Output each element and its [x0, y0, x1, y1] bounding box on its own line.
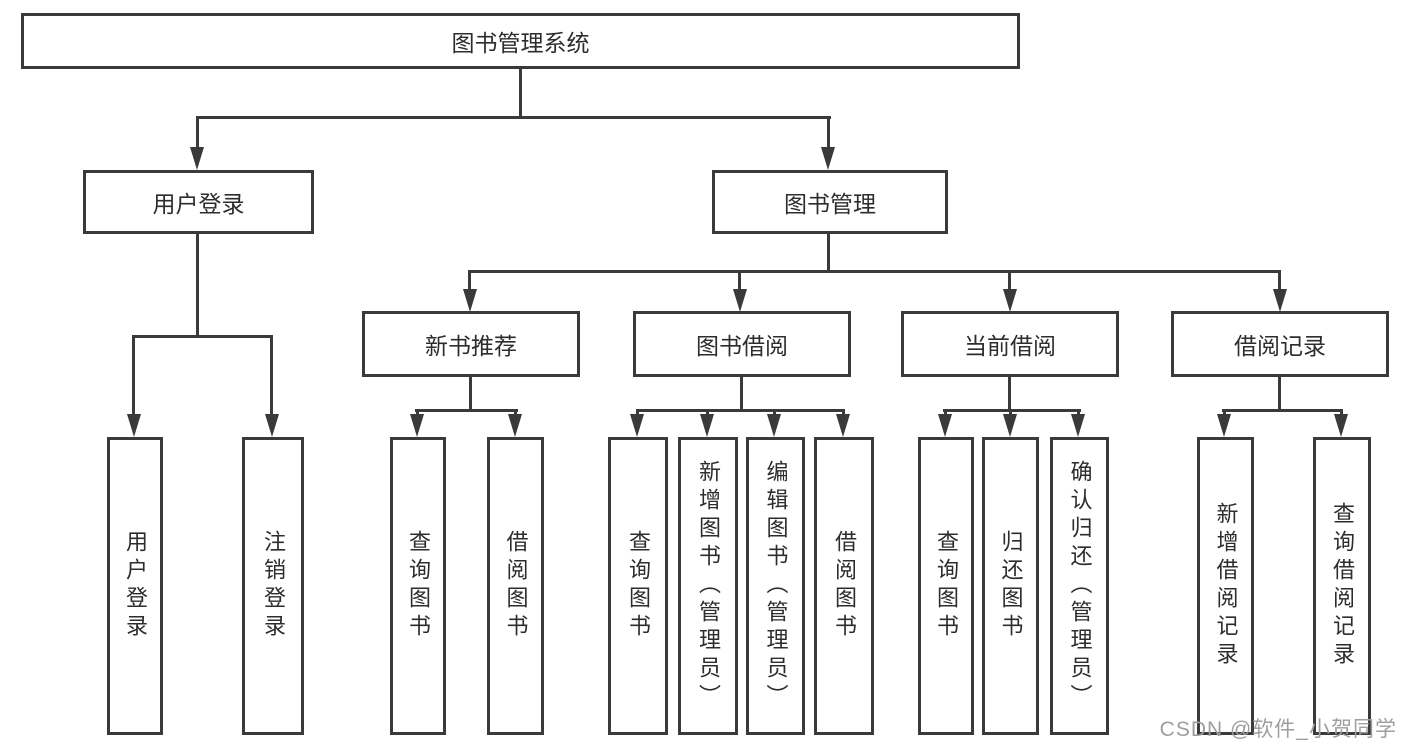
connector-line: [469, 376, 472, 412]
connector-line: [1278, 270, 1281, 291]
connector-line: [1223, 409, 1226, 418]
arrow-down-icon: [938, 414, 952, 437]
leaf-user-login-label: 用户登录: [123, 530, 148, 642]
connector-line: [637, 409, 845, 412]
leaf-query-books-3: 查询图书: [918, 437, 974, 735]
leaf-add-borrow-record-label: 新增借阅记录: [1213, 502, 1239, 670]
arrow-down-icon: [127, 414, 141, 437]
connector-line: [773, 409, 776, 418]
connector-line: [132, 335, 135, 417]
connector-line: [416, 409, 419, 418]
arrow-down-icon: [821, 147, 835, 170]
leaf-return-books-label: 归还图书: [998, 530, 1024, 642]
connector-line: [132, 335, 273, 338]
arrow-down-icon: [733, 289, 747, 312]
leaf-return-books: 归还图书: [982, 437, 1039, 735]
node-user-login: 用户登录: [83, 170, 314, 234]
connector-line: [827, 232, 830, 273]
node-new-book-recommend-label: 新书推荐: [425, 333, 517, 359]
leaf-add-borrow-record: 新增借阅记录: [1197, 437, 1254, 735]
arrow-down-icon: [265, 414, 279, 437]
node-root-label: 图书管理系统: [451, 30, 590, 56]
arrow-down-icon: [190, 147, 204, 170]
arrow-down-icon: [508, 414, 522, 437]
leaf-edit-books-admin-label: 编辑图书（管理员）: [763, 460, 789, 712]
arrow-down-icon: [1334, 414, 1348, 437]
arrow-down-icon: [836, 414, 850, 437]
leaf-query-books-2: 查询图书: [608, 437, 668, 735]
connector-line: [636, 409, 639, 418]
connector-line: [1077, 409, 1080, 418]
arrow-down-icon: [1003, 289, 1017, 312]
leaf-query-borrow-record-label: 查询借阅记录: [1330, 502, 1355, 670]
csdn-watermark: CSDN @软件_小贺同学: [1159, 718, 1397, 741]
arrow-down-icon: [700, 414, 714, 437]
connector-line: [827, 116, 830, 149]
node-user-login-label: 用户登录: [152, 191, 245, 217]
node-root: 图书管理系统: [21, 13, 1020, 69]
arrow-down-icon: [1003, 414, 1017, 437]
connector-line: [196, 116, 831, 119]
connector-line: [1008, 270, 1011, 291]
node-book-management-label: 图书管理: [784, 191, 876, 217]
connector-line: [738, 270, 741, 291]
leaf-query-books-2-label: 查询图书: [626, 530, 651, 642]
node-borrow-records: 借阅记录: [1171, 311, 1389, 377]
leaf-query-books-3-label: 查询图书: [934, 530, 959, 642]
node-current-borrow-label: 当前借阅: [964, 333, 1056, 359]
node-book-borrow: 图书借阅: [633, 311, 851, 377]
arrow-down-icon: [1217, 414, 1231, 437]
connector-line: [1340, 409, 1343, 418]
connector-line: [943, 409, 1081, 412]
node-book-management: 图书管理: [712, 170, 948, 234]
arrow-down-icon: [410, 414, 424, 437]
arrow-down-icon: [630, 414, 644, 437]
arrow-down-icon: [1273, 289, 1287, 312]
connector-line: [468, 270, 471, 291]
leaf-add-books-admin: 新增图书（管理员）: [678, 437, 738, 735]
connector-line: [944, 409, 947, 418]
leaf-confirm-return-admin-label: 确认归还（管理员）: [1067, 460, 1093, 712]
connector-line: [514, 409, 517, 418]
leaf-borrow-books-2: 借阅图书: [814, 437, 874, 735]
arrow-down-icon: [767, 414, 781, 437]
node-new-book-recommend: 新书推荐: [362, 311, 580, 377]
connector-line: [842, 409, 845, 418]
connector-line: [270, 335, 273, 417]
leaf-logout-label: 注销登录: [261, 530, 286, 642]
leaf-edit-books-admin: 编辑图书（管理员）: [746, 437, 805, 735]
leaf-user-login: 用户登录: [107, 437, 163, 735]
connector-line: [1008, 376, 1011, 412]
connector-line: [415, 409, 518, 412]
connector-line: [740, 376, 743, 412]
connector-line: [1009, 409, 1012, 418]
leaf-query-borrow-record: 查询借阅记录: [1313, 437, 1371, 735]
connector-line: [468, 270, 1281, 273]
node-borrow-records-label: 借阅记录: [1234, 333, 1326, 359]
node-current-borrow: 当前借阅: [901, 311, 1119, 377]
connector-line: [1278, 376, 1281, 412]
connector-line: [196, 232, 199, 338]
node-book-borrow-label: 图书借阅: [696, 333, 788, 359]
leaf-confirm-return-admin: 确认归还（管理员）: [1050, 437, 1109, 735]
connector-line: [1222, 409, 1343, 412]
leaf-add-books-admin-label: 新增图书（管理员）: [696, 460, 721, 712]
leaf-query-books-1-label: 查询图书: [406, 530, 431, 642]
leaf-query-books-1: 查询图书: [390, 437, 446, 735]
connector-line: [196, 116, 199, 149]
arrow-down-icon: [463, 289, 477, 312]
connector-line: [706, 409, 709, 418]
connector-line: [519, 69, 522, 119]
arrow-down-icon: [1071, 414, 1085, 437]
leaf-borrow-books-1: 借阅图书: [487, 437, 544, 735]
leaf-borrow-books-2-label: 借阅图书: [832, 530, 857, 642]
leaf-logout: 注销登录: [242, 437, 304, 735]
leaf-borrow-books-1-label: 借阅图书: [503, 530, 529, 642]
